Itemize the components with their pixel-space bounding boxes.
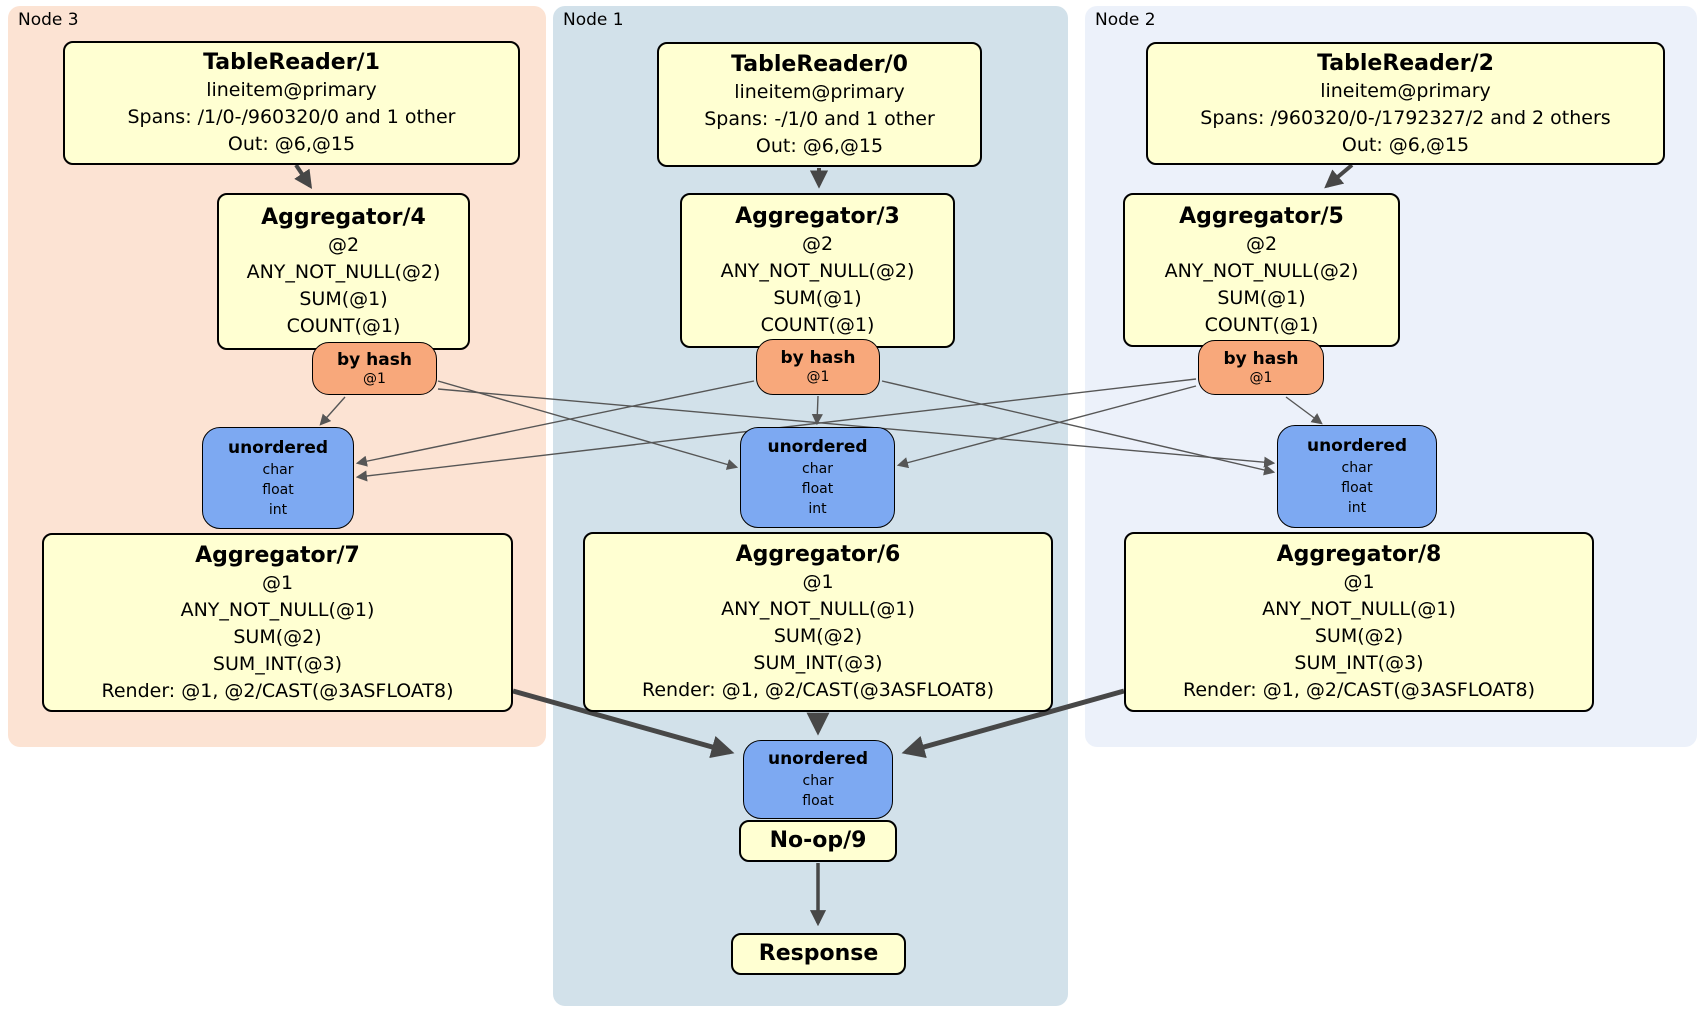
processor-line: SUM_INT(@3) — [212, 652, 343, 675]
router-label: by hash — [780, 348, 856, 368]
sync-label: unordered — [767, 437, 868, 457]
processor-line: ANY_NOT_NULL(@2) — [246, 261, 441, 283]
sync-label: unordered — [1306, 436, 1408, 456]
router-detail: @1 — [363, 370, 386, 387]
processor-line: SUM_INT(@3) — [753, 652, 883, 674]
aggregator-8-box: Aggregator/8 @1 ANY_NOT_NULL(@1) SUM(@2)… — [1124, 532, 1594, 712]
processor-line: SUM_INT(@3) — [1294, 652, 1424, 674]
sync-item: char — [802, 773, 834, 789]
tablereader-0-box: TableReader/0 lineitem@primary Spans: -/… — [657, 42, 982, 167]
processor-title: TableReader/1 — [203, 50, 380, 75]
router-label: by hash — [337, 349, 412, 370]
aggregator-3-box: Aggregator/3 @2 ANY_NOT_NULL(@2) SUM(@1)… — [680, 193, 955, 348]
processor-line: SUM(@2) — [1314, 625, 1404, 647]
noop-9-box: No-op/9 — [739, 820, 897, 862]
processor-line: Spans: /960320/0-/1792327/2 and 2 others — [1200, 106, 1611, 129]
processor-title: TableReader/2 — [1317, 50, 1494, 76]
hash-router-node1: by hash @1 — [756, 339, 880, 395]
processor-line: @1 — [261, 571, 294, 594]
processor-title: Aggregator/7 — [195, 542, 360, 568]
sync-label: unordered — [227, 437, 329, 458]
router-label: by hash — [1223, 348, 1299, 369]
processor-line: Out: @6,@15 — [227, 133, 356, 155]
processor-line: @1 — [1343, 571, 1375, 593]
aggregator-6-box: Aggregator/6 @1 ANY_NOT_NULL(@1) SUM(@2)… — [583, 532, 1053, 712]
hash-router-node2: by hash @1 — [1198, 340, 1324, 395]
processor-title: Aggregator/4 — [261, 205, 426, 230]
hash-router-node3: by hash @1 — [312, 342, 437, 395]
processor-line: Spans: /1/0-/960320/0 and 1 other — [127, 106, 456, 128]
processor-line: @2 — [327, 234, 360, 256]
processor-line: ANY_NOT_NULL(@2) — [1164, 259, 1359, 282]
processor-line: SUM(@1) — [773, 287, 862, 309]
processor-title: Aggregator/8 — [1276, 542, 1442, 567]
unordered-sync-node3: unordered char float int — [202, 427, 354, 529]
sync-item: char — [802, 461, 833, 477]
router-detail: @1 — [806, 369, 830, 385]
sync-item: float — [262, 481, 294, 498]
processor-line: Out: @6,@15 — [1341, 133, 1470, 156]
processor-line: lineitem@primary — [734, 80, 905, 103]
sync-item: int — [268, 501, 288, 518]
sync-label: unordered — [767, 749, 869, 769]
aggregator-5-box: Aggregator/5 @2 ANY_NOT_NULL(@2) SUM(@1)… — [1123, 193, 1400, 347]
processor-line: @2 — [801, 233, 834, 255]
processor-title: Response — [758, 941, 879, 966]
node1-label: Node 1 — [563, 10, 624, 30]
aggregator-7-box: Aggregator/7 @1 ANY_NOT_NULL(@1) SUM(@2)… — [42, 533, 513, 712]
processor-line: @2 — [1245, 232, 1278, 255]
processor-title: Aggregator/5 — [1179, 203, 1344, 229]
unordered-sync-node1: unordered char float int — [740, 427, 895, 528]
processor-line: Render: @1, @2/CAST(@3ASFLOAT8) — [642, 679, 994, 701]
sync-item: char — [1341, 460, 1373, 476]
sync-item: float — [802, 793, 834, 809]
aggregator-4-box: Aggregator/4 @2 ANY_NOT_NULL(@2) SUM(@1)… — [217, 193, 470, 350]
sync-item: float — [1341, 480, 1373, 496]
processor-line: COUNT(@1) — [760, 314, 875, 336]
sync-item: char — [262, 461, 294, 478]
processor-line: ANY_NOT_NULL(@1) — [1262, 598, 1456, 620]
processor-title: No-op/9 — [769, 828, 867, 853]
processor-title: TableReader/0 — [731, 51, 908, 77]
processor-line: ANY_NOT_NULL(@1) — [180, 598, 375, 621]
processor-line: SUM(@2) — [773, 625, 863, 647]
processor-line: Out: @6,@15 — [755, 134, 884, 157]
processor-line: lineitem@primary — [1320, 79, 1491, 102]
processor-line: Render: @1, @2/CAST(@3ASFLOAT8) — [101, 679, 454, 702]
processor-line: SUM(@2) — [233, 625, 322, 648]
response-box: Response — [731, 933, 906, 975]
sync-item: int — [808, 501, 827, 517]
processor-line: ANY_NOT_NULL(@1) — [721, 598, 915, 620]
processor-line: COUNT(@1) — [1204, 313, 1319, 336]
tablereader-2-box: TableReader/2 lineitem@primary Spans: /9… — [1146, 42, 1665, 165]
processor-line: Render: @1, @2/CAST(@3ASFLOAT8) — [1183, 679, 1535, 701]
tablereader-1-box: TableReader/1 lineitem@primary Spans: /1… — [63, 41, 520, 165]
node3-label: Node 3 — [18, 10, 79, 30]
processor-title: Aggregator/6 — [735, 542, 901, 567]
processor-title: Aggregator/3 — [735, 204, 900, 229]
router-detail: @1 — [1249, 369, 1273, 386]
processor-line: COUNT(@1) — [286, 315, 401, 337]
processor-line: SUM(@1) — [299, 288, 388, 310]
processor-line: lineitem@primary — [206, 79, 377, 101]
unordered-sync-final: unordered char float — [743, 740, 893, 819]
sync-item: int — [1347, 500, 1367, 516]
sync-item: float — [801, 481, 834, 497]
processor-line: SUM(@1) — [1217, 286, 1306, 309]
processor-line: ANY_NOT_NULL(@2) — [720, 260, 915, 282]
unordered-sync-node2: unordered char float int — [1277, 425, 1437, 528]
node2-label: Node 2 — [1095, 10, 1156, 30]
processor-line: @1 — [802, 571, 834, 593]
processor-line: Spans: -/1/0 and 1 other — [704, 107, 935, 130]
